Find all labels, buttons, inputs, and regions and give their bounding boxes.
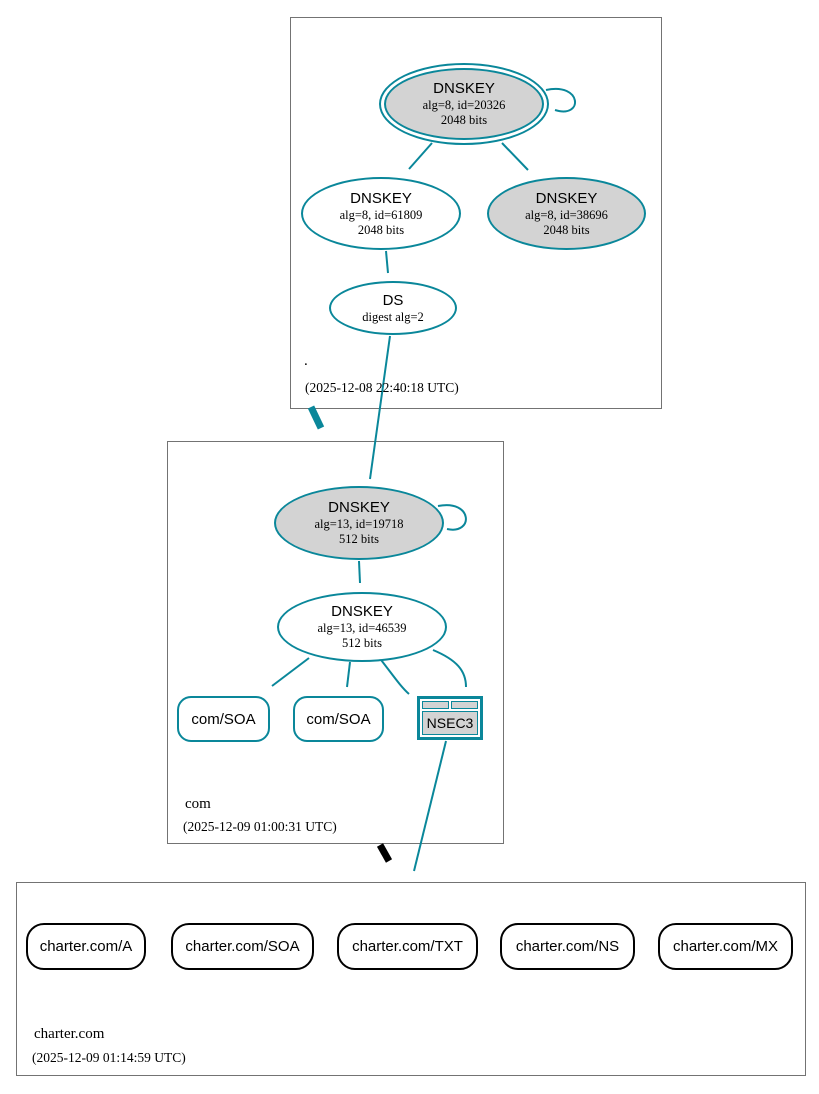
node-title: DNSKEY <box>331 603 393 620</box>
node-bits: 512 bits <box>339 532 379 546</box>
node-title: DNSKEY <box>350 189 412 207</box>
zone-label-charter: charter.com <box>34 1026 105 1042</box>
node-detail: digest alg=2 <box>362 309 424 324</box>
rrset-charter-ns[interactable]: charter.com/NS <box>500 923 635 970</box>
node-bits: 2048 bits <box>440 113 488 127</box>
zone-timestamp-com: (2025-12-09 01:00:31 UTC) <box>183 819 337 834</box>
nsec3-header-cell <box>422 701 449 709</box>
node-detail: alg=13, id=19718 <box>314 517 404 531</box>
rrset-charter-soa[interactable]: charter.com/SOA <box>171 923 314 970</box>
node-bits: 2048 bits <box>543 222 590 237</box>
edge-com-to-charter-delegation <box>376 843 393 863</box>
nsec3-label: NSEC3 <box>422 711 478 735</box>
node-bits: 2048 bits <box>357 222 405 237</box>
zone-timestamp-charter: (2025-12-09 01:14:59 UTC) <box>32 1050 186 1065</box>
ds-node[interactable]: DS digest alg=2 <box>329 281 457 335</box>
dnskey-node-20326[interactable]: DNSKEY alg=8, id=20326 2048 bits <box>379 63 549 145</box>
zone-box-charter <box>16 882 806 1076</box>
zone-timestamp-root: (2025-12-08 22:40:18 UTC) <box>305 380 459 395</box>
dnskey-node-61809[interactable]: DNSKEY alg=8, id=61809 2048 bits <box>301 177 461 250</box>
dnskey-node-46539[interactable]: DNSKEY alg=13, id=46539 512 bits <box>277 592 447 662</box>
nsec3-header-row <box>422 701 478 709</box>
node-title: DNSKEY <box>535 189 598 207</box>
rrset-charter-txt[interactable]: charter.com/TXT <box>337 923 478 970</box>
rrset-charter-a[interactable]: charter.com/A <box>26 923 146 970</box>
dnskey-node-20326-inner: DNSKEY alg=8, id=20326 2048 bits <box>384 68 544 140</box>
dnskey-node-19718[interactable]: DNSKEY alg=13, id=19718 512 bits <box>274 486 444 560</box>
node-detail: alg=8, id=20326 <box>422 98 506 112</box>
zone-label-root: . <box>304 353 308 369</box>
node-title: DS <box>382 291 404 309</box>
edge-root-to-com-delegation <box>307 405 325 430</box>
dnskey-node-38696[interactable]: DNSKEY alg=8, id=38696 2048 bits <box>487 177 646 250</box>
node-title: DNSKEY <box>433 80 495 97</box>
node-detail: alg=13, id=46539 <box>317 621 407 635</box>
rrset-com-soa-1[interactable]: com/SOA <box>177 696 270 742</box>
node-detail: alg=8, id=38696 <box>525 207 608 222</box>
zone-label-com: com <box>185 796 211 812</box>
nsec3-header-cell <box>451 701 478 709</box>
node-bits: 512 bits <box>342 636 382 650</box>
rrset-com-soa-2[interactable]: com/SOA <box>293 696 384 742</box>
nsec3-node[interactable]: NSEC3 <box>417 696 483 740</box>
node-title: DNSKEY <box>328 499 390 516</box>
node-detail: alg=8, id=61809 <box>339 207 423 222</box>
rrset-charter-mx[interactable]: charter.com/MX <box>658 923 793 970</box>
